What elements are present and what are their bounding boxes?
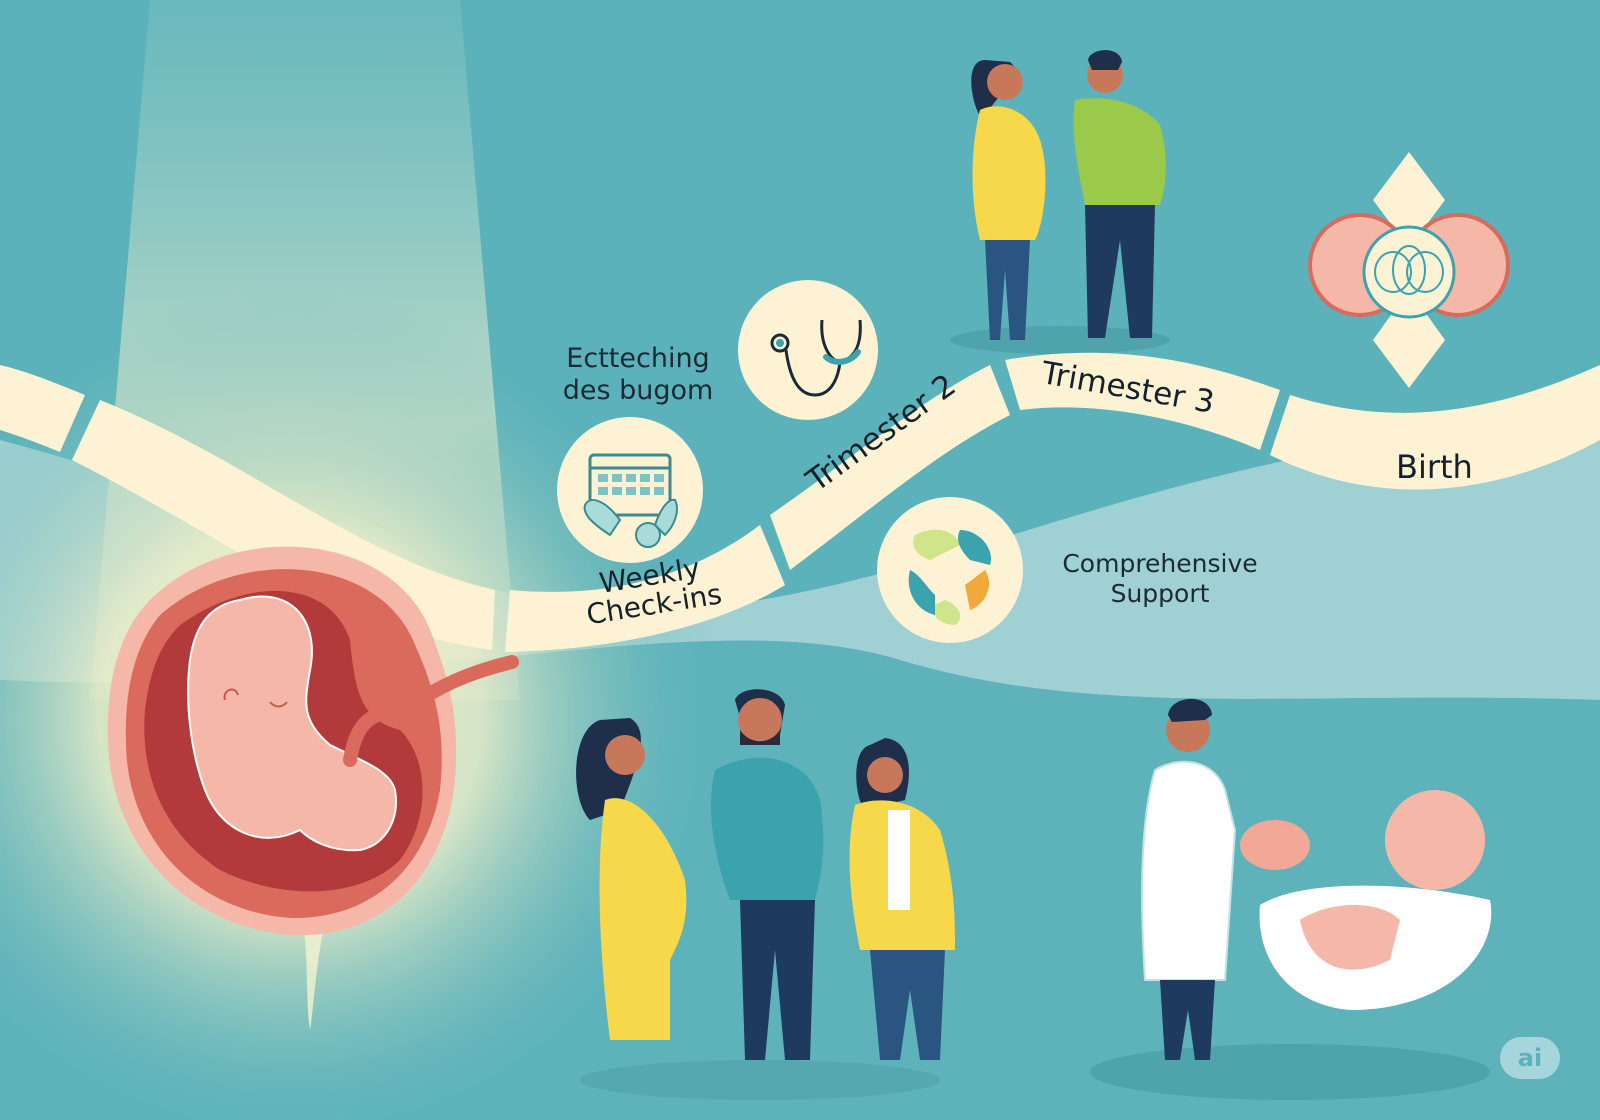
callout-top-line2: des bugom — [562, 374, 714, 406]
callout-comprehensive-support: Comprehensive Support — [1040, 549, 1280, 608]
support-line2: Support — [1110, 578, 1210, 608]
ai-badge: ai — [1500, 1037, 1560, 1079]
callout-top-text: Ectteching des bugom — [548, 343, 728, 407]
expecting-couple — [971, 50, 1166, 340]
support-line1: Comprehensive — [1062, 549, 1258, 578]
doctor-with-newborn — [1141, 698, 1492, 1060]
callout-top-line1: Ectteching — [566, 343, 710, 374]
stage-birth: Birth — [1396, 448, 1473, 486]
family-with-doctor — [576, 689, 955, 1060]
